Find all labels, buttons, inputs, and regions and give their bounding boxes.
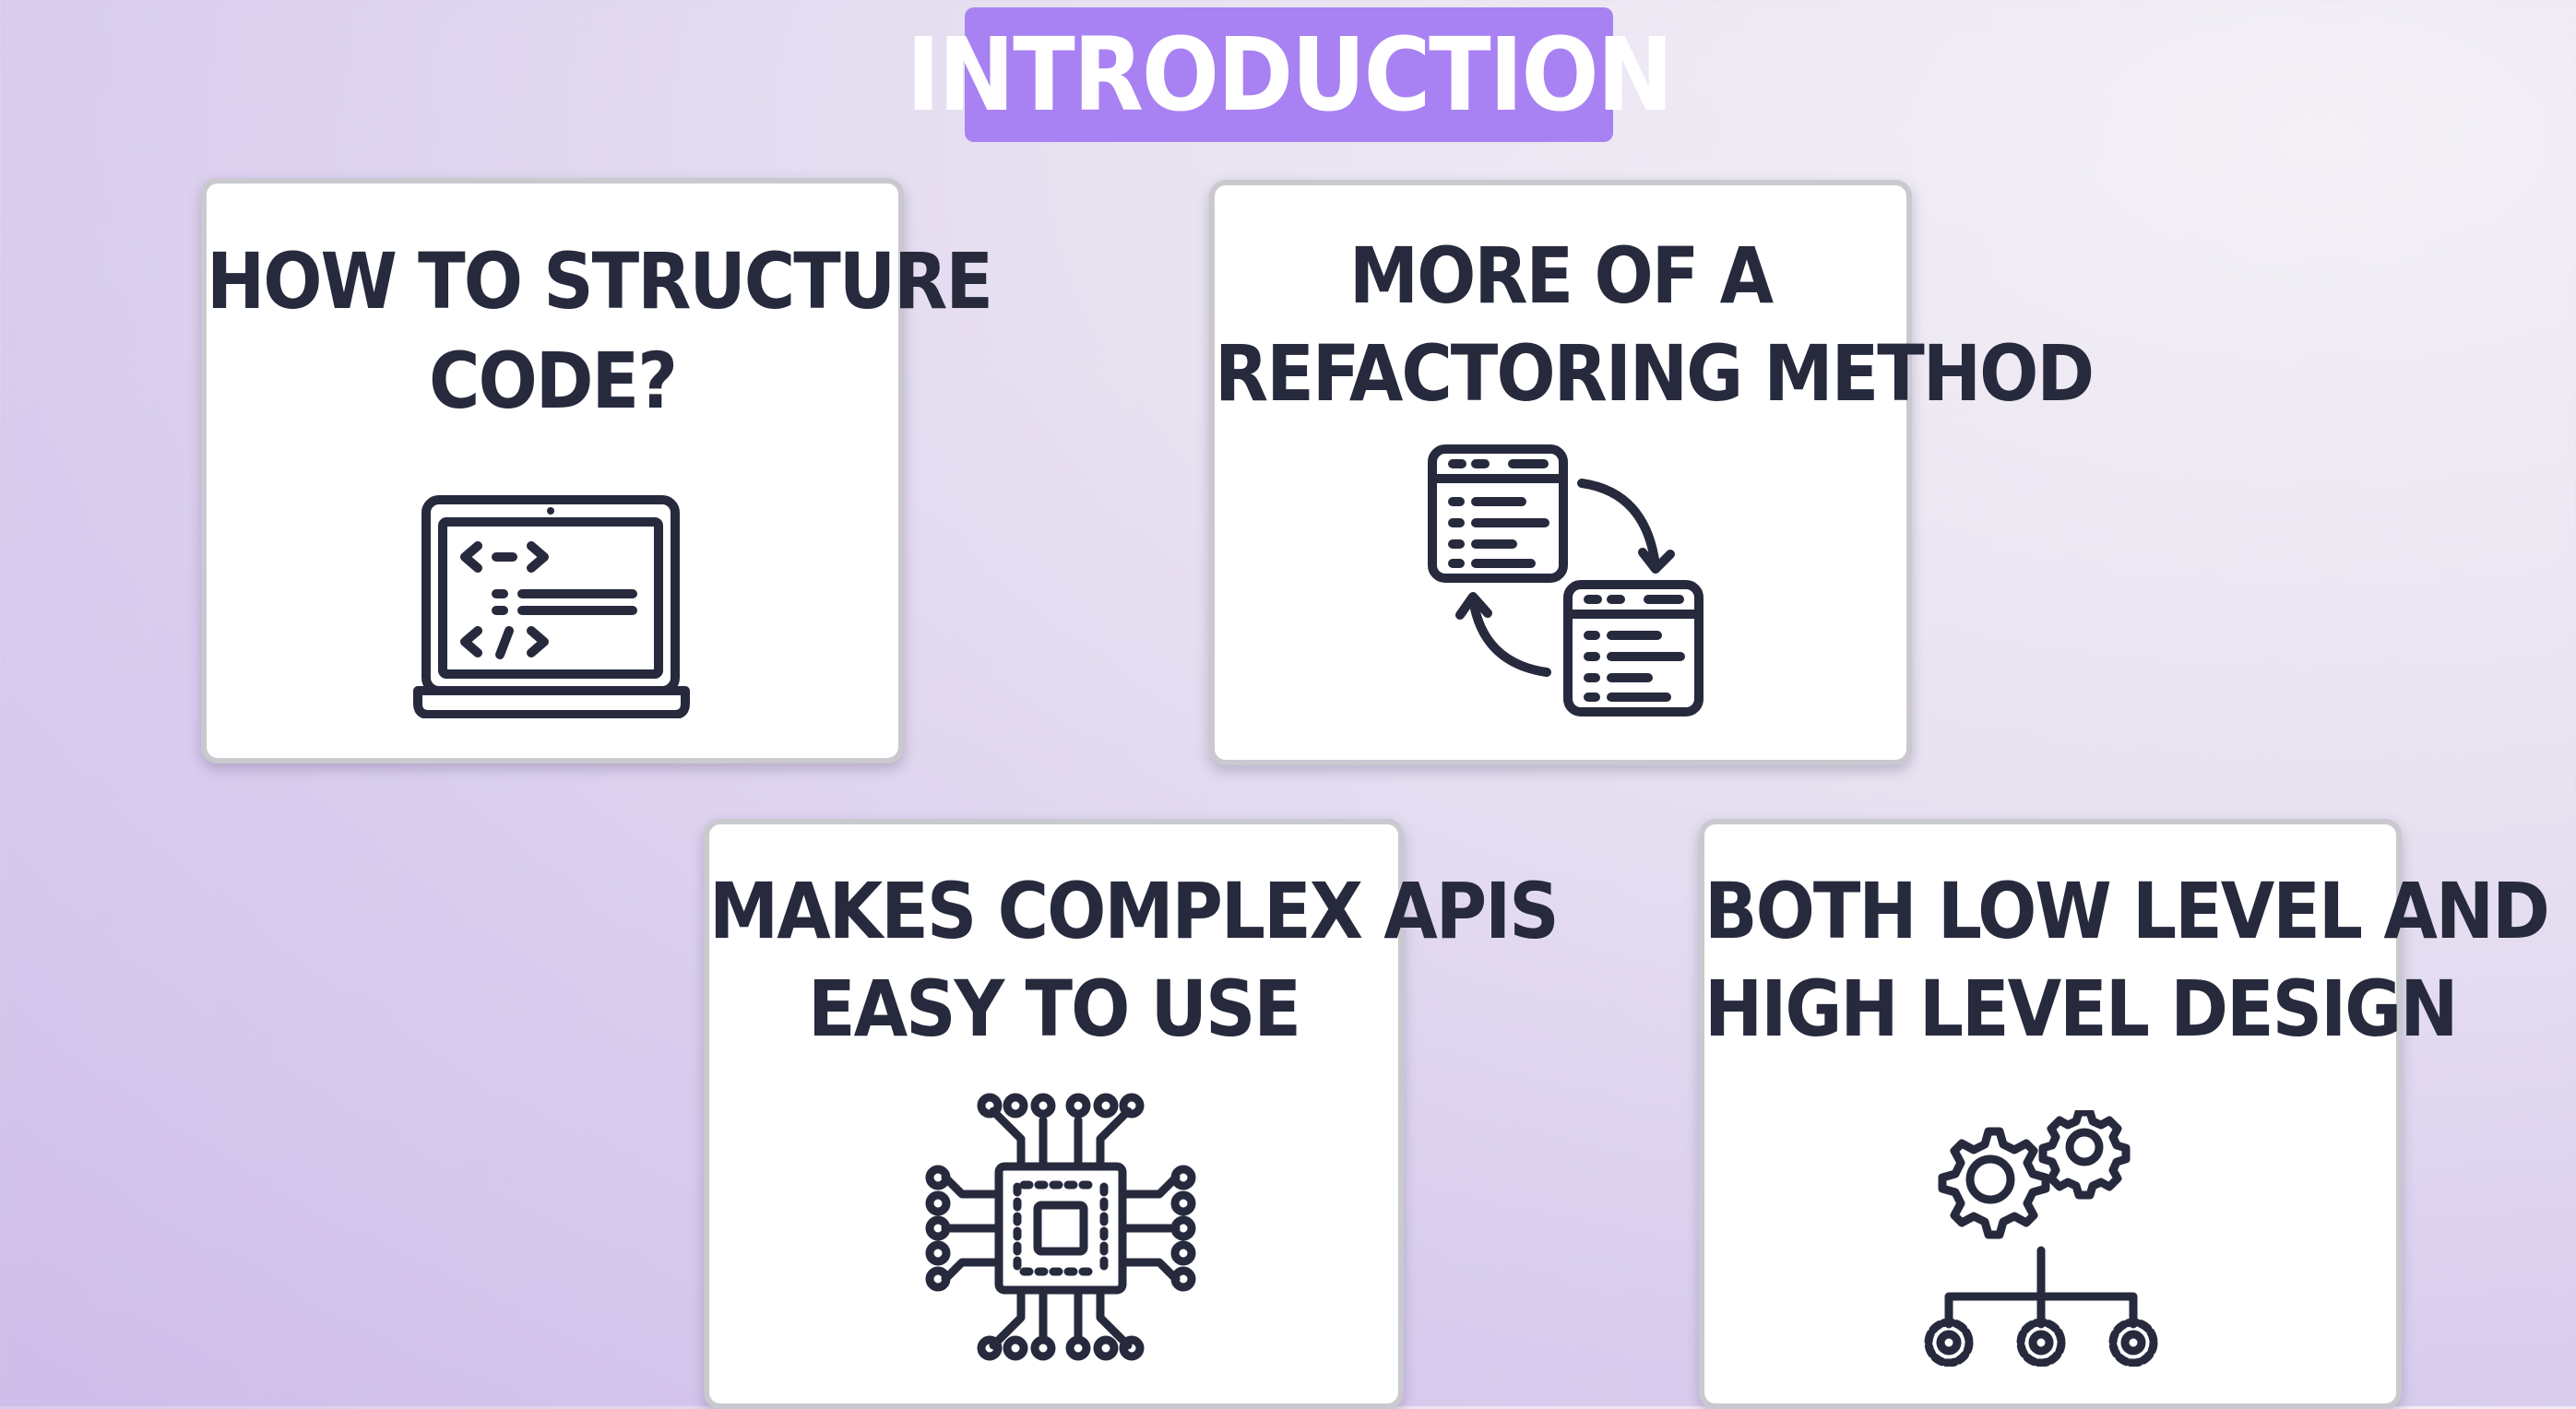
- card-title-line-2: EASY TO USE: [807, 964, 1301, 1054]
- card-design-levels: BOTH LOW LEVEL AND HIGH LEVEL DESIGN: [1699, 819, 2550, 1409]
- laptop-code-icon: [413, 492, 690, 718]
- page-title: INTRODUCTION: [907, 7, 1673, 142]
- card-title-line-2: CODE?: [429, 336, 678, 426]
- card-title-line-2: HIGH LEVEL DESIGN: [1704, 964, 2458, 1054]
- card-title-line-1: MAKES COMPLEX APIS: [709, 866, 1560, 956]
- card-title-line-1: BOTH LOW LEVEL AND: [1704, 866, 2550, 956]
- card-refactoring: MORE OF A REFACTORING METHOD: [1209, 180, 2095, 765]
- card-complex-apis: MAKES COMPLEX APIS EASY TO USE: [704, 819, 1560, 1409]
- card-title-line-1: MORE OF A: [1348, 231, 1774, 321]
- chip-icon: [918, 1085, 1204, 1367]
- card-title-line-2: REFACTORING METHOD: [1215, 328, 2095, 419]
- gear-hierarchy-icon: [1917, 1110, 2166, 1367]
- refactor-cycle-icon: [1425, 442, 1709, 718]
- card-structure-code: HOW TO STRUCTURE CODE?: [201, 178, 993, 764]
- card-title-line-1: HOW TO STRUCTURE: [207, 236, 993, 326]
